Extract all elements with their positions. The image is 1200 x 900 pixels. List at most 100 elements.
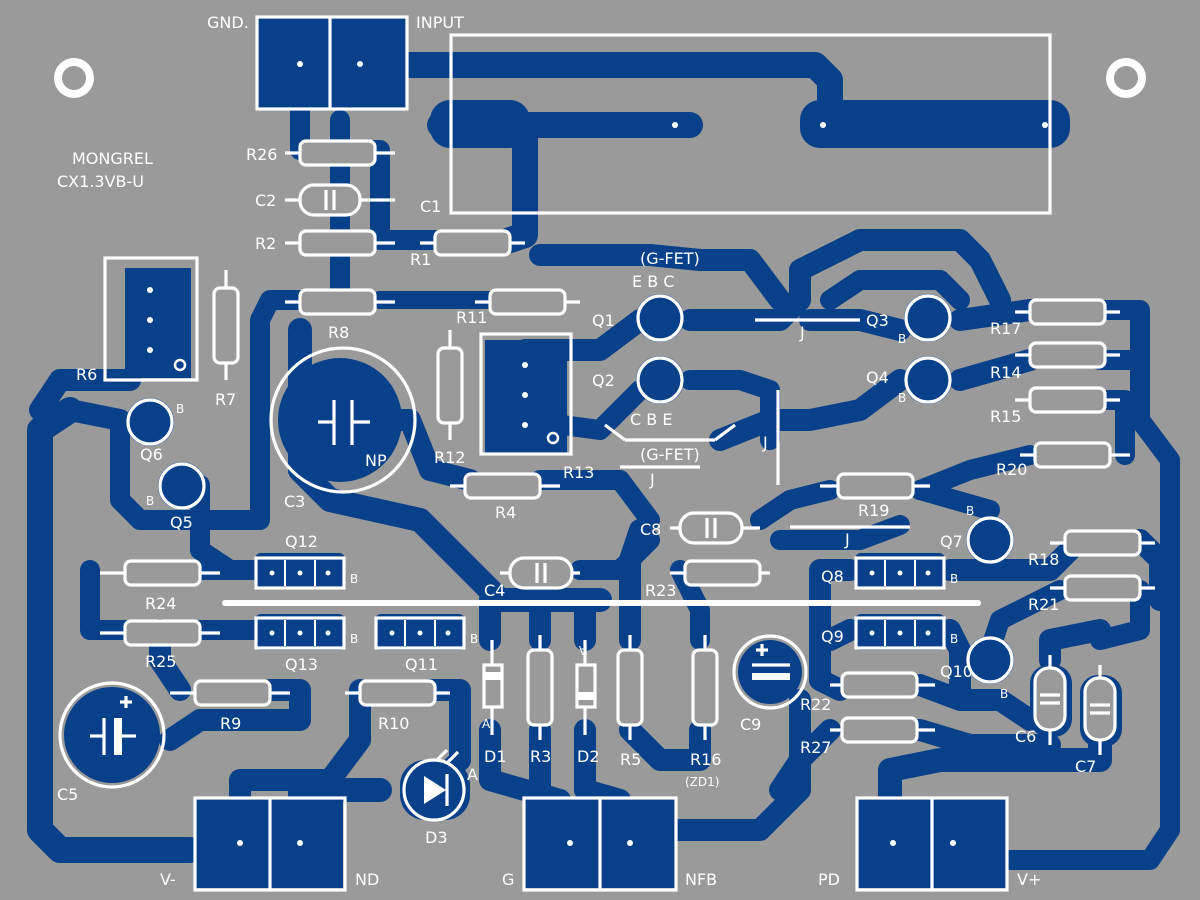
q2-outline (636, 356, 684, 404)
label-r14: R14 (990, 363, 1021, 382)
label-q11: Q11 (405, 655, 438, 674)
label-r20: R20 (996, 460, 1027, 479)
r12-body (436, 330, 464, 440)
label-q6: Q6 (140, 445, 163, 464)
label-q12: Q12 (285, 532, 318, 551)
r14-body (1015, 341, 1120, 369)
label-r9: R9 (220, 714, 241, 733)
r25-body (100, 619, 220, 647)
c7-body (1083, 665, 1117, 755)
q8-outline (854, 556, 946, 590)
q6-outline (126, 398, 174, 446)
label-q4: Q4 (866, 368, 889, 387)
q11-outline (374, 616, 466, 650)
label-r13: R13 (563, 463, 594, 482)
label-r19: R19 (858, 501, 889, 520)
label-r23: R23 (645, 581, 676, 600)
label-g: G (502, 870, 514, 889)
q9-outline (854, 616, 946, 650)
label-q7: Q7 (940, 532, 963, 551)
label-q3: Q3 (866, 311, 889, 330)
silkscreen-text: MONGREL CX1.3VB-U GND. INPUT V- ND G NFB… (57, 13, 1096, 889)
label-q10: Q10 (940, 662, 973, 681)
label-r11: R11 (456, 308, 487, 327)
label-r3: R3 (530, 747, 551, 766)
label-q8: Q8 (821, 567, 844, 586)
label-c5: C5 (57, 785, 78, 804)
label-v-minus: V- (160, 870, 176, 889)
label-r21: R21 (1028, 595, 1059, 614)
q12-outline (254, 556, 346, 590)
label-r10: R10 (378, 714, 409, 733)
label-r18: R18 (1028, 550, 1059, 569)
label-r26: R26 (246, 145, 277, 164)
r19-body (820, 472, 930, 500)
label-q5-base: B (146, 494, 154, 508)
label-np: NP (365, 451, 387, 470)
label-cbe: C B E (630, 410, 672, 429)
board-version: CX1.3VB-U (57, 172, 144, 191)
label-q9: Q9 (821, 627, 844, 646)
label-r17: R17 (990, 319, 1021, 338)
label-gfet-top: (G-FET) (640, 249, 700, 268)
r22-body (830, 671, 935, 699)
q1-outline (636, 294, 684, 342)
label-jumper-2: J (762, 433, 768, 452)
c2-body (285, 183, 395, 217)
label-q13: Q13 (285, 655, 318, 674)
label-r2: R2 (255, 234, 276, 253)
c9-outline (732, 634, 808, 710)
d3-outline (402, 758, 466, 822)
r20-body (1020, 441, 1130, 469)
mounting-holes (54, 58, 1146, 98)
label-v-plus: V+ (1017, 870, 1041, 889)
label-q11-base: B (470, 632, 478, 646)
r12-trimmer-outline (479, 332, 573, 456)
label-d1: D1 (484, 747, 507, 766)
r9-body (170, 679, 290, 707)
r27-body (830, 716, 935, 744)
label-q6-base: B (176, 402, 184, 416)
label-d2-anode: A (578, 643, 587, 657)
label-c2: C2 (255, 191, 276, 210)
r26-body (285, 139, 395, 167)
label-d1-anode: A (482, 717, 491, 731)
label-c9: C9 (740, 715, 761, 734)
label-d3: D3 (425, 828, 448, 847)
label-d2: D2 (577, 747, 600, 766)
label-q8-base: B (950, 572, 958, 586)
label-r5: R5 (620, 750, 641, 769)
label-r15: R15 (990, 407, 1021, 426)
q3-outline (904, 294, 952, 342)
label-c6: C6 (1015, 727, 1036, 746)
r21-body (1050, 574, 1155, 602)
pad-holes (147, 61, 1048, 846)
input-terminal-block (255, 15, 409, 111)
label-ebc: E B C (632, 272, 674, 291)
label-r24: R24 (145, 594, 176, 613)
c5-outline (58, 681, 166, 789)
r8-body (285, 288, 395, 316)
r2-body (285, 229, 395, 257)
r4-body (450, 472, 560, 500)
r23-body (670, 559, 770, 587)
label-c4: C4 (484, 581, 505, 600)
label-pd: PD (818, 870, 840, 889)
label-r4: R4 (495, 503, 516, 522)
q4-outline (904, 356, 952, 404)
r24-body (100, 559, 220, 587)
label-r1: R1 (410, 250, 431, 269)
label-jumper-3: J (649, 470, 655, 489)
label-nd: ND (355, 870, 379, 889)
label-c8: C8 (640, 520, 661, 539)
label-r16-zd1: (ZD1) (685, 775, 719, 789)
label-q3-base: B (898, 332, 906, 346)
label-c3: C3 (284, 492, 305, 511)
r16-body (691, 635, 719, 740)
r15-body (1015, 386, 1120, 414)
r5-body (616, 635, 644, 740)
q10-outline (966, 636, 1014, 684)
c8-body (670, 511, 760, 545)
label-r22: R22 (800, 695, 831, 714)
label-q12-base: B (350, 572, 358, 586)
